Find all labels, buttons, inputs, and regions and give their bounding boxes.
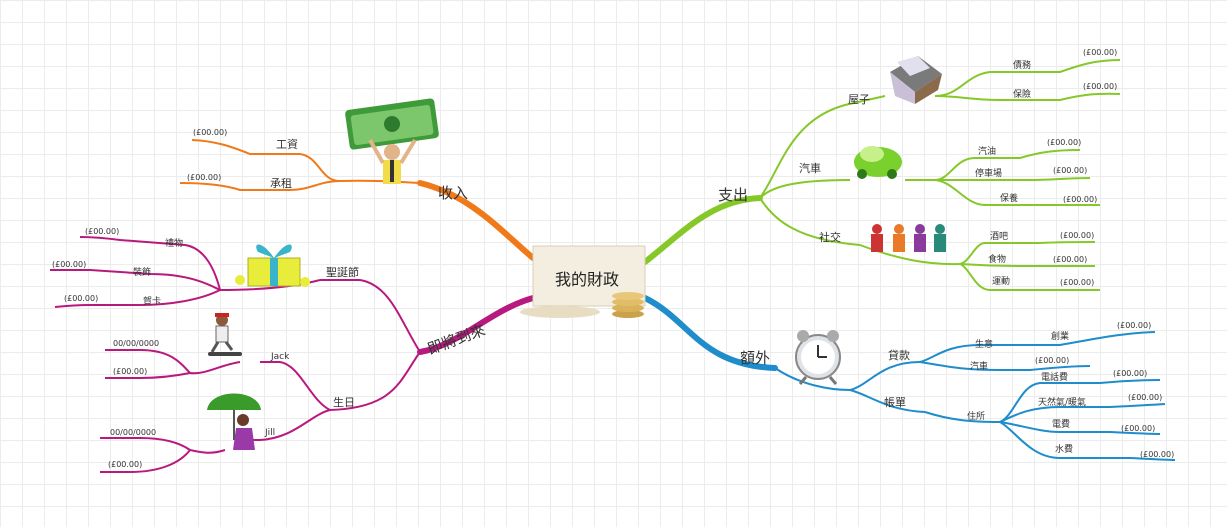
expenses-social-food-value: (£00.00) [1053, 255, 1087, 264]
extras-loans-startup[interactable]: 創業 [1051, 330, 1069, 342]
expenses-house-insurance-value: (£00.00) [1083, 82, 1117, 91]
extras-home-gas-value: (£00.00) [1128, 393, 1162, 402]
extras-home-electric[interactable]: 電費 [1052, 418, 1070, 430]
extras-home-label[interactable]: 住所 [967, 410, 985, 422]
income-label[interactable]: 收入 [438, 184, 468, 202]
upcoming-christmas-cards[interactable]: 賀卡 [143, 295, 161, 307]
extras-loans-label[interactable]: 貸款 [888, 348, 910, 362]
upcoming-christmas-cards-value: (£00.00) [64, 294, 98, 303]
extras-main-branch[interactable] [642, 295, 778, 371]
extras-label[interactable]: 額外 [740, 349, 770, 367]
expenses-car-parking-value: (£00.00) [1053, 166, 1087, 175]
income-item-wages-value: (£00.00) [193, 128, 227, 137]
extras-loans-car[interactable]: 汽車 [970, 360, 988, 372]
birthday-jack-name[interactable]: Jack [270, 352, 290, 362]
expenses-branch [759, 59, 1121, 291]
central-title: 我的財政 [555, 270, 619, 289]
expenses-car-parking[interactable]: 停車場 [975, 167, 1002, 179]
expenses-house-debt-value: (£00.00) [1083, 48, 1117, 57]
expenses-car-fuel[interactable]: 汽油 [978, 145, 996, 157]
expenses-car-maintenance[interactable]: 保養 [1000, 192, 1018, 204]
extras-bills-label[interactable]: 帳單 [884, 395, 906, 409]
umbrella-girl-icon [207, 393, 261, 450]
expenses-car-label[interactable]: 汽車 [799, 161, 821, 175]
social-people-icon [871, 224, 946, 252]
upcoming-birthday-label[interactable]: 生日 [333, 395, 355, 409]
expenses-label[interactable]: 支出 [718, 186, 748, 204]
extras-home-phone[interactable]: 電話費 [1041, 371, 1068, 383]
expenses-house-insurance[interactable]: 保險 [1013, 88, 1031, 100]
alarm-clock-icon [795, 330, 841, 385]
expenses-social-food[interactable]: 食物 [988, 253, 1006, 265]
birthday-jack-value: (£00.00) [113, 367, 147, 376]
extras-loans-business[interactable]: 生意 [975, 338, 993, 350]
upcoming-label[interactable]: 即將到來 [425, 321, 488, 358]
money-man-icon [345, 98, 439, 184]
expenses-social-label[interactable]: 社交 [819, 230, 841, 244]
expenses-social-sport-value: (£00.00) [1060, 278, 1094, 287]
extras-branch [774, 331, 1176, 461]
coins-icon [612, 292, 644, 318]
upcoming-branch [50, 236, 421, 473]
expenses-car-maintenance-value: (£00.00) [1063, 195, 1097, 204]
green-car-icon [854, 146, 902, 179]
expenses-main-branch[interactable] [642, 195, 763, 265]
upcoming-christmas-decor-value: (£00.00) [52, 260, 86, 269]
house-icon [890, 56, 942, 104]
birthday-jack-date: 00/00/0000 [113, 339, 159, 348]
income-item-rent[interactable]: 承租 [270, 177, 292, 190]
income-item-rent-value: (£00.00) [187, 173, 221, 182]
extras-home-phone-value: (£00.00) [1113, 369, 1147, 378]
upcoming-christmas-label[interactable]: 聖誕節 [326, 265, 359, 279]
expenses-social-sport[interactable]: 運動 [992, 276, 1010, 287]
birthday-jill-date: 00/00/0000 [110, 428, 156, 437]
upcoming-main-branch[interactable] [417, 295, 536, 355]
expenses-social-bar-value: (£00.00) [1060, 231, 1094, 240]
extras-home-water-value: (£00.00) [1140, 450, 1174, 459]
expenses-house-debt[interactable]: 債務 [1013, 59, 1031, 71]
upcoming-christmas-decor[interactable]: 裝飾 [133, 266, 151, 278]
extras-home-gas[interactable]: 天然氣/暖氣 [1038, 396, 1086, 408]
income-item-wages[interactable]: 工資 [276, 138, 298, 151]
income-main-branch[interactable] [417, 180, 536, 261]
central-node[interactable]: 我的財政 [520, 245, 646, 318]
upcoming-christmas-gifts-value: (£00.00) [85, 227, 119, 236]
birthday-jill-value: (£00.00) [108, 460, 142, 469]
extras-loans-car-value: (£00.00) [1035, 356, 1069, 365]
expenses-car-fuel-value: (£00.00) [1047, 138, 1081, 147]
extras-home-water[interactable]: 水費 [1055, 443, 1073, 455]
expenses-house-label[interactable]: 屋子 [848, 93, 870, 106]
upcoming-christmas-gifts[interactable]: 禮物 [165, 237, 183, 249]
birthday-jill-name[interactable]: Jill [264, 428, 275, 438]
extras-loans-startup-value: (£00.00) [1117, 321, 1151, 330]
skateboarder-icon [208, 313, 242, 356]
gift-icon [235, 244, 310, 287]
extras-home-electric-value: (£00.00) [1121, 424, 1155, 433]
expenses-social-bar[interactable]: 酒吧 [990, 231, 1008, 242]
